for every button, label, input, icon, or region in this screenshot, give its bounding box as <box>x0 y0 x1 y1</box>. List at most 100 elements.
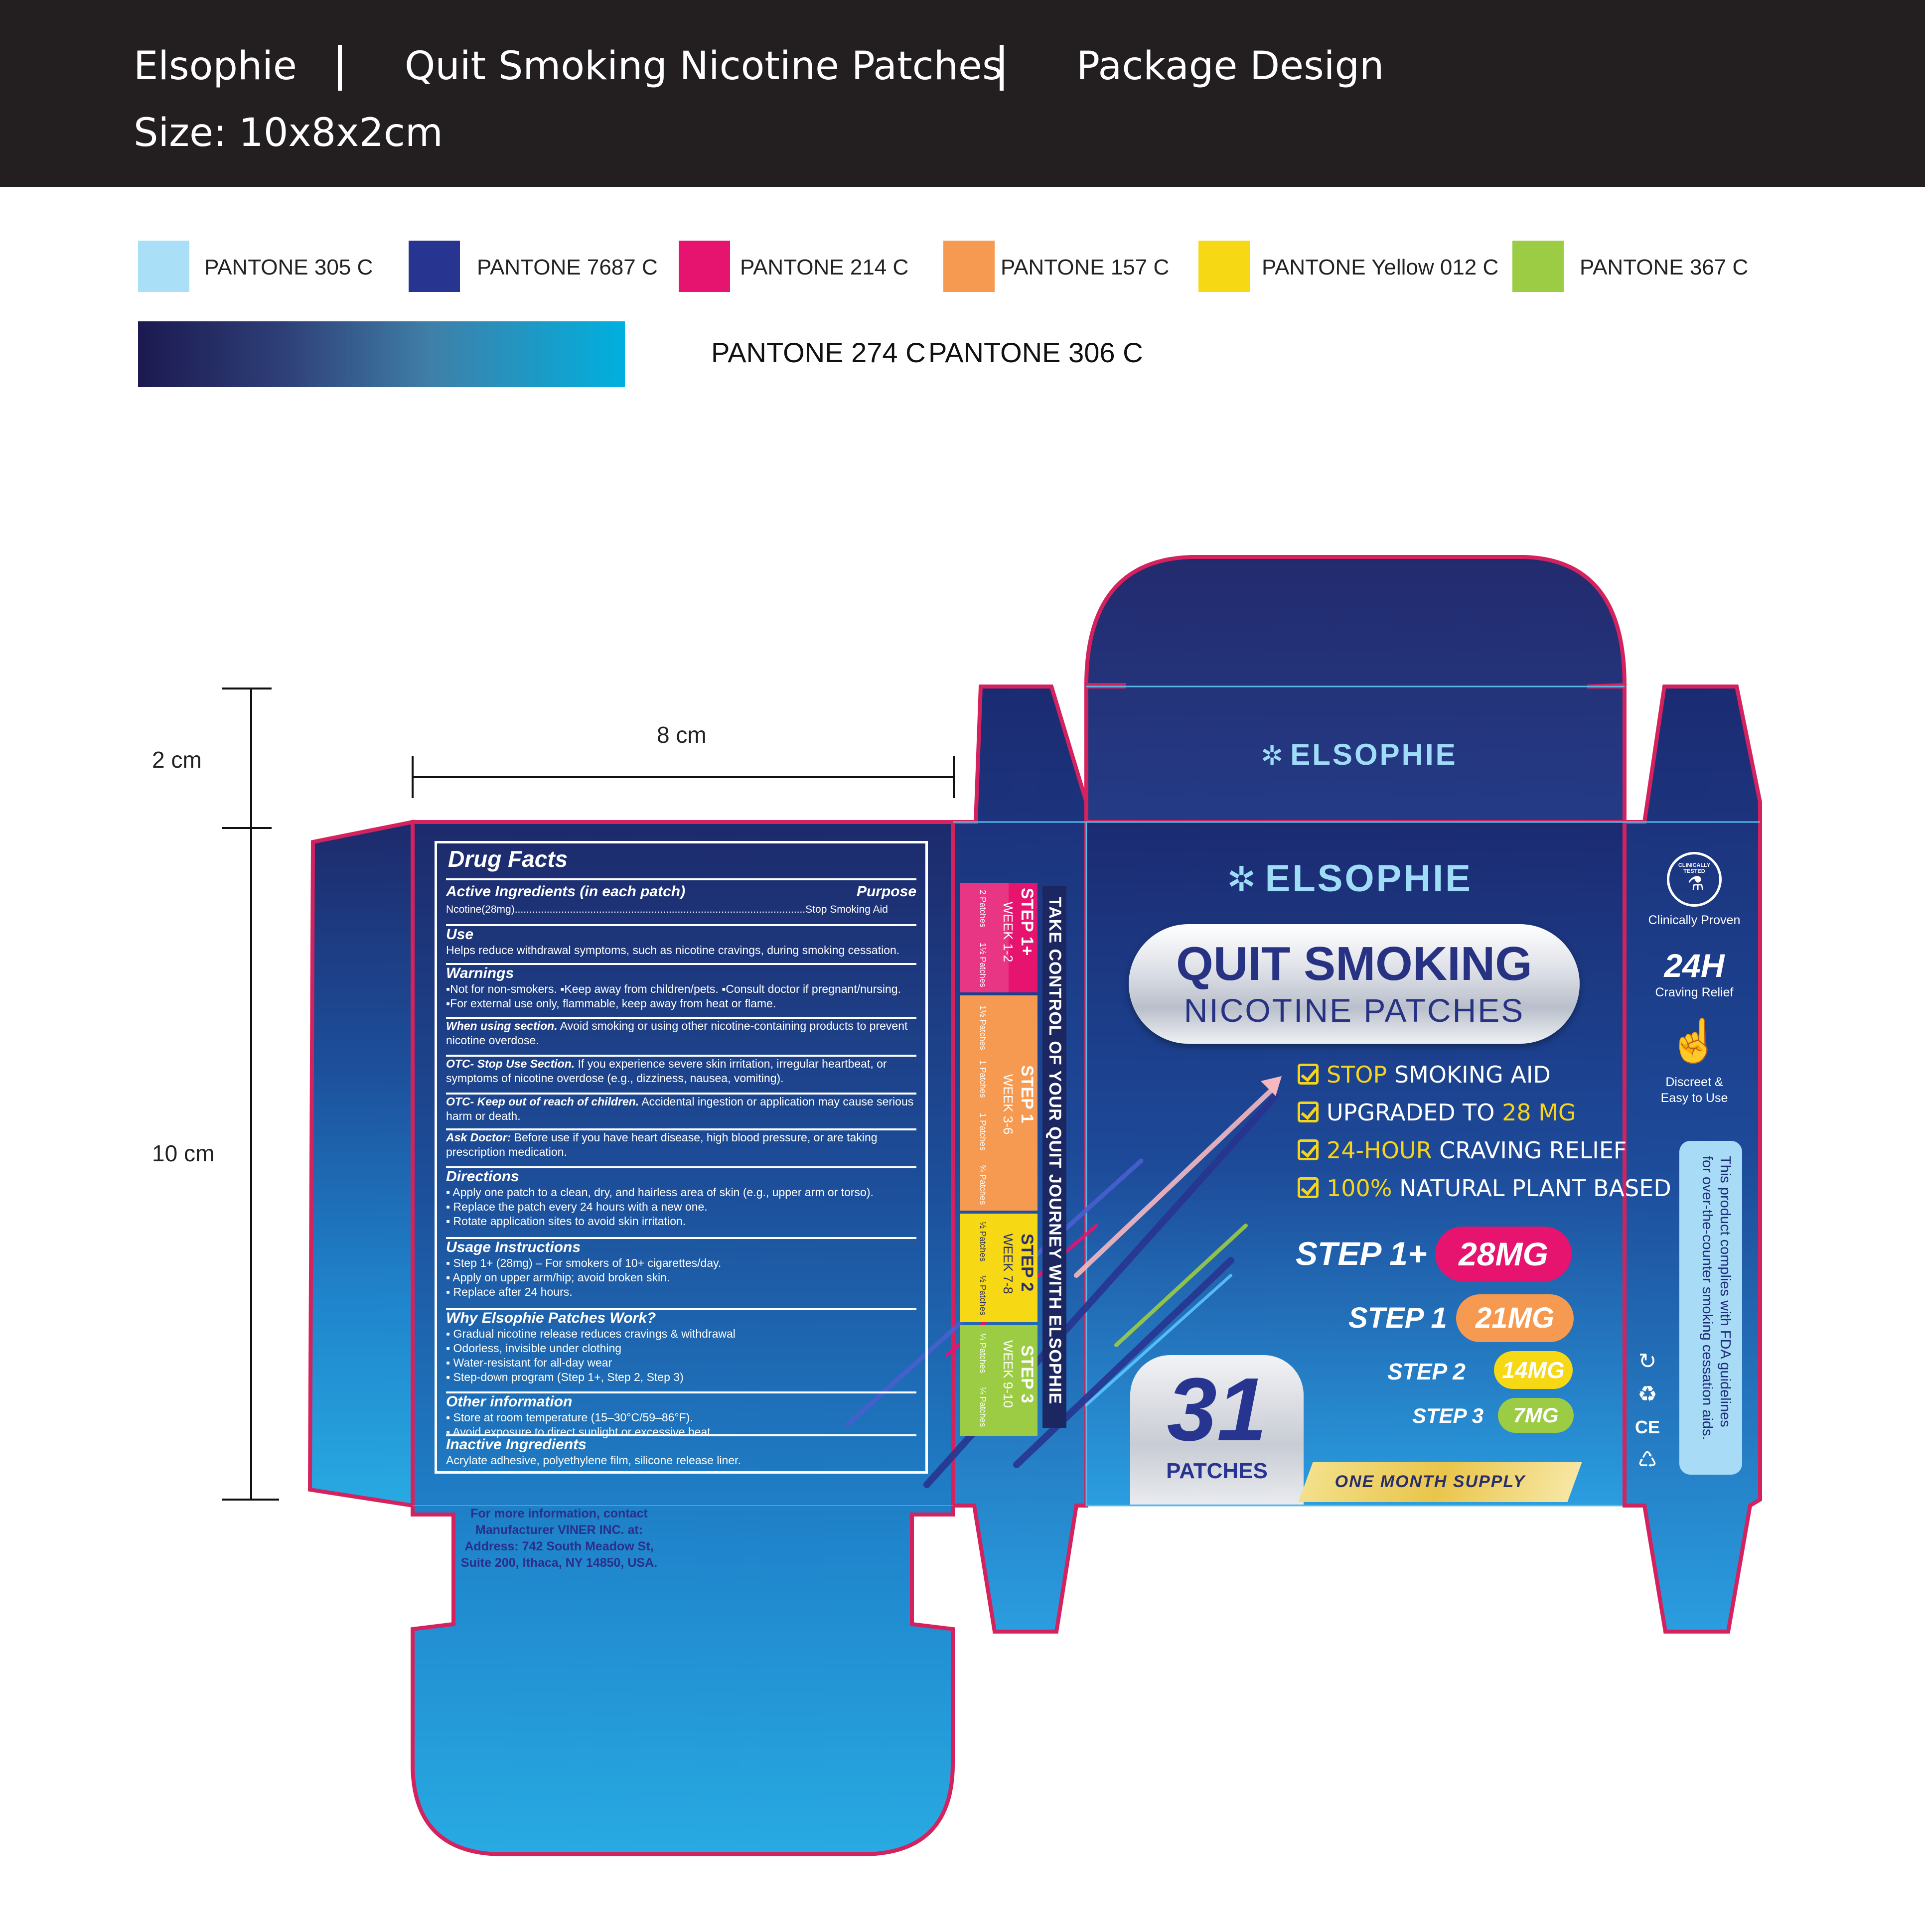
warnings-text: ▪For external use only, flammable, keep … <box>446 997 776 1010</box>
usage-text: ▪ Replace after 24 hours. <box>446 1285 573 1298</box>
dose-label: ¼ Patches <box>978 1333 988 1374</box>
patch-count: 31 <box>1167 1360 1267 1460</box>
top-flap-brand: ✲ELSOPHIE <box>1261 737 1458 772</box>
product-name: Quit Smoking Nicotine Patches <box>405 44 1003 89</box>
week-label: WEEK 1-2 <box>1001 902 1016 963</box>
use-section: Use Helps reduce withdrawal symptoms, su… <box>446 924 916 958</box>
dose-step-label: STEP 1+ <box>1296 1235 1427 1272</box>
when-using-text: Avoid smoking or using other nicotine-co… <box>446 1019 908 1047</box>
checkbox-icon <box>1298 1064 1319 1085</box>
active-ingredients-heading: Active Ingredients (in each patch) <box>446 883 686 900</box>
swatch-label: PANTONE 305 C <box>204 255 373 279</box>
dimension-tick <box>222 827 272 829</box>
drug-facts-title: Drug Facts <box>448 846 568 872</box>
week-label: WEEK 9-10 <box>1001 1340 1016 1408</box>
checkbox-icon <box>1298 1102 1319 1122</box>
height-label: 10 cm <box>152 1140 215 1166</box>
back-panel <box>411 820 955 1856</box>
drug-facts-box: Drug Facts Active Ingredients (in each p… <box>435 841 928 1474</box>
usage-text: ▪ Apply on upper arm/hip; avoid broken s… <box>446 1271 670 1284</box>
dose-pill: 21MG <box>1456 1294 1574 1342</box>
other-info-text: ▪ Store at room temperature (15–30°C/59–… <box>446 1411 693 1424</box>
manufacturer-line: Suite 200, Ithaca, NY 14850, USA. <box>460 1556 658 1570</box>
step-label: STEP 3 <box>1018 1345 1037 1403</box>
title-line-2: NICOTINE PATCHES <box>1184 992 1525 1029</box>
otc-keep-section: OTC- Keep out of reach of children. Acci… <box>446 1093 916 1123</box>
warnings-section: Warnings ▪Not for non-smokers. ▪Keep awa… <box>446 963 916 1011</box>
fda-notice: This product complies with FDA guideline… <box>1698 1156 1734 1465</box>
dose-label: 1 Patches <box>978 1060 988 1098</box>
header-bar: Elsophie Quit Smoking Nicotine Patches P… <box>0 0 1925 187</box>
checkbox-icon <box>1298 1139 1319 1160</box>
use-text: Helps reduce withdrawal symptoms, such a… <box>446 944 900 957</box>
purpose-heading: Purpose <box>856 883 916 900</box>
title-line-1: QUIT SMOKING <box>1176 937 1532 990</box>
feature-item: UPGRADED TO 28 MG <box>1298 1099 1671 1126</box>
discreet-line-1: Discreet & <box>1665 1075 1723 1089</box>
active-line: Ncotine(28mg)...........................… <box>446 904 888 915</box>
dose-label: 2 Patches <box>978 890 988 928</box>
why-text: ▪ Odorless, invisible under clothing <box>446 1342 622 1355</box>
otc-stop-text: If you experience severe skin irritation… <box>446 1057 887 1085</box>
why-text: ▪ Gradual nicotine release reduces cravi… <box>446 1327 736 1340</box>
swatch-7687 <box>409 241 460 292</box>
why-heading: Why Elsophie Patches Work? <box>446 1310 656 1326</box>
divider <box>338 45 342 91</box>
usage-heading: Usage Instructions <box>446 1239 581 1255</box>
top-flap <box>1084 555 1627 824</box>
dose-pill: 7MG <box>1498 1398 1574 1433</box>
width-label: 8 cm <box>657 722 707 748</box>
when-using-section: When using section. Avoid smoking or usi… <box>446 1017 916 1048</box>
badge-text: CLINICALLY TESTED <box>1678 862 1711 874</box>
manufacturer-line: Manufacturer VINER INC. at: <box>475 1523 643 1537</box>
dimension-tick <box>412 756 414 798</box>
other-info-heading: Other information <box>446 1393 573 1410</box>
certification-icons: ↻ ♻ CE ♺ <box>1633 1345 1661 1477</box>
warnings-heading: Warnings <box>446 965 514 981</box>
patch-count-badge <box>1130 1355 1304 1505</box>
snowflake-icon: ✲ <box>1227 860 1256 899</box>
step-label: STEP 1+ <box>1018 888 1037 956</box>
other-info-section: Other information ▪ Store at room temper… <box>446 1391 916 1439</box>
manufacturer-line: Address: 742 South Meadow St, <box>464 1539 654 1553</box>
step-chart: STEP 1+ WEEK 1-2 2 Patches 1½ Patches ST… <box>960 883 1037 1436</box>
otc-keep-text: Accidental ingestion or application may … <box>446 1095 914 1122</box>
dose-step-label: STEP 3 <box>1412 1404 1484 1427</box>
glue-flap <box>307 820 415 1508</box>
feature-item: 100% NATURAL PLANT BASED <box>1298 1175 1671 1202</box>
dose-step-label: STEP 1 <box>1348 1302 1447 1334</box>
dose-step-label: STEP 2 <box>1387 1359 1466 1384</box>
why-text: ▪ Water-resistant for all-day wear <box>446 1356 612 1369</box>
discreet-line-2: Easy to Use <box>1660 1091 1728 1105</box>
directions-heading: Directions <box>446 1168 519 1185</box>
dose-label: ½ Patches <box>978 1222 988 1262</box>
otc-keep-heading: OTC- Keep out of reach of children. <box>446 1095 639 1108</box>
inactive-heading: Inactive Ingredients <box>446 1436 587 1453</box>
why-text: ▪ Step-down program (Step 1+, Step 2, St… <box>446 1371 684 1383</box>
swatch-214 <box>679 241 730 292</box>
week-label: WEEK 7-8 <box>1001 1234 1016 1294</box>
usage-section: Usage Instructions ▪ Step 1+ (28mg) – Fo… <box>446 1237 916 1299</box>
width-dimension-line <box>412 776 955 778</box>
supply-text: ONE MONTH SUPPLY <box>1334 1472 1526 1491</box>
fda-line: This product complies with FDA guideline… <box>1717 1156 1733 1427</box>
gradient-label-a: PANTONE 274 C <box>711 337 926 368</box>
dose-label: 1½ Patches <box>978 1005 988 1050</box>
patch-count-label: PATCHES <box>1166 1459 1268 1483</box>
swatch-label: PANTONE Yellow 012 C <box>1262 255 1499 279</box>
ask-doctor-text: Before use if you have heart disease, hi… <box>446 1131 878 1158</box>
dimension-tick <box>222 1499 279 1501</box>
ask-doctor-heading: Ask Doctor: <box>446 1131 511 1144</box>
feature-item: STOP SMOKING AID <box>1298 1061 1671 1088</box>
active-ingredients-section: Active Ingredients (in each patch) Purpo… <box>446 878 916 915</box>
directions-text: ▪ Rotate application sites to avoid skin… <box>446 1215 686 1228</box>
dimension-tick <box>953 756 955 798</box>
title-pill <box>1129 924 1580 1044</box>
clinically-tested-badge: CLINICALLY TESTED ⚗ <box>1667 852 1722 907</box>
hand-touch-icon: ☝ <box>1668 1017 1721 1064</box>
step-block: STEP 1 WEEK 3-6 1½ Patches 1 Patches 1 P… <box>960 995 1037 1211</box>
depth-label: 2 cm <box>152 747 202 773</box>
warnings-text: ▪Not for non-smokers. ▪Keep away from ch… <box>446 982 901 995</box>
swatch-label: PANTONE 157 C <box>1001 255 1170 279</box>
directions-text: ▪ Replace the patch every 24 hours with … <box>446 1200 708 1213</box>
